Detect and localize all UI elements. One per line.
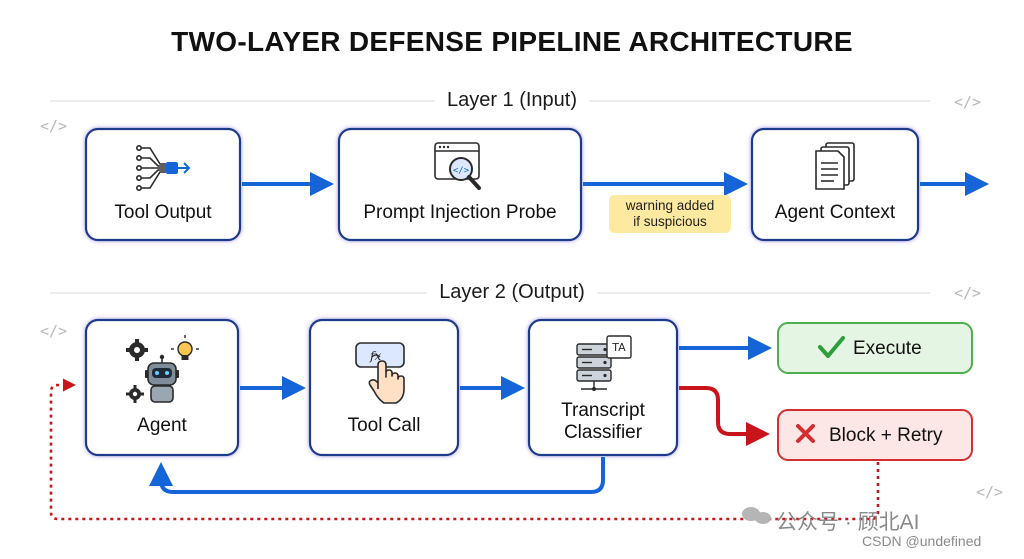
x-icon: [796, 424, 815, 443]
check-icon: [818, 336, 845, 358]
layer1-label: Layer 1 (Input): [434, 89, 590, 111]
agent-context-label: Agent Context: [774, 202, 896, 223]
ta-glyph: TA: [611, 341, 626, 354]
code-search-icon: </>: [434, 142, 481, 190]
tool-call-label: Tool Call: [347, 415, 421, 436]
block-retry-label: Block + Retry: [829, 425, 943, 446]
code-tag-icon: </>: [40, 117, 68, 135]
layer2-label: Layer 2 (Output): [427, 281, 597, 303]
layer2-label-wrap: Layer 2 (Output): [0, 281, 1024, 304]
outcome-execute: [777, 322, 973, 374]
robot-gear-bulb-icon: [126, 335, 199, 403]
watermark-wechat: 公众号 · 顾北AI: [776, 511, 920, 534]
code-tag-icon: </>: [954, 93, 982, 111]
outcome-block-retry: [777, 409, 973, 461]
node-tool-output: [84, 127, 242, 242]
watermark-csdn: CSDN @undefined: [862, 533, 982, 549]
layer1-label-wrap: Layer 1 (Input): [0, 89, 1024, 112]
server-translate-icon: TA: [576, 335, 632, 391]
watermark-logo-icon: [742, 507, 771, 524]
arrow-classifier-back-to-agent: [149, 457, 605, 494]
flow-lines-icon: [135, 144, 191, 191]
classifier-label: Transcript Classifier: [561, 400, 645, 443]
finger-tap-icon: fx: [355, 342, 405, 404]
diagram-title: TWO-LAYER DEFENSE PIPELINE ARCHITECTURE: [171, 26, 853, 57]
documents-icon: [815, 142, 855, 190]
code-tag-icon: </>: [40, 322, 68, 340]
probe-label: Prompt Injection Probe: [363, 202, 557, 223]
warning-note: warning added if suspicious: [609, 195, 731, 233]
fx-glyph: fx: [369, 349, 381, 363]
node-prompt-injection-probe: [337, 127, 583, 242]
node-transcript-classifier: [527, 318, 679, 457]
svg-text:</>: </>: [453, 166, 470, 176]
agent-label: Agent: [137, 415, 187, 436]
code-tag-icon: </>: [954, 284, 982, 302]
code-tag-icon: </>: [976, 483, 1004, 501]
tool-output-label: Tool Output: [114, 202, 212, 223]
execute-label: Execute: [853, 338, 922, 359]
arrow-classifier-to-block: [679, 386, 770, 446]
